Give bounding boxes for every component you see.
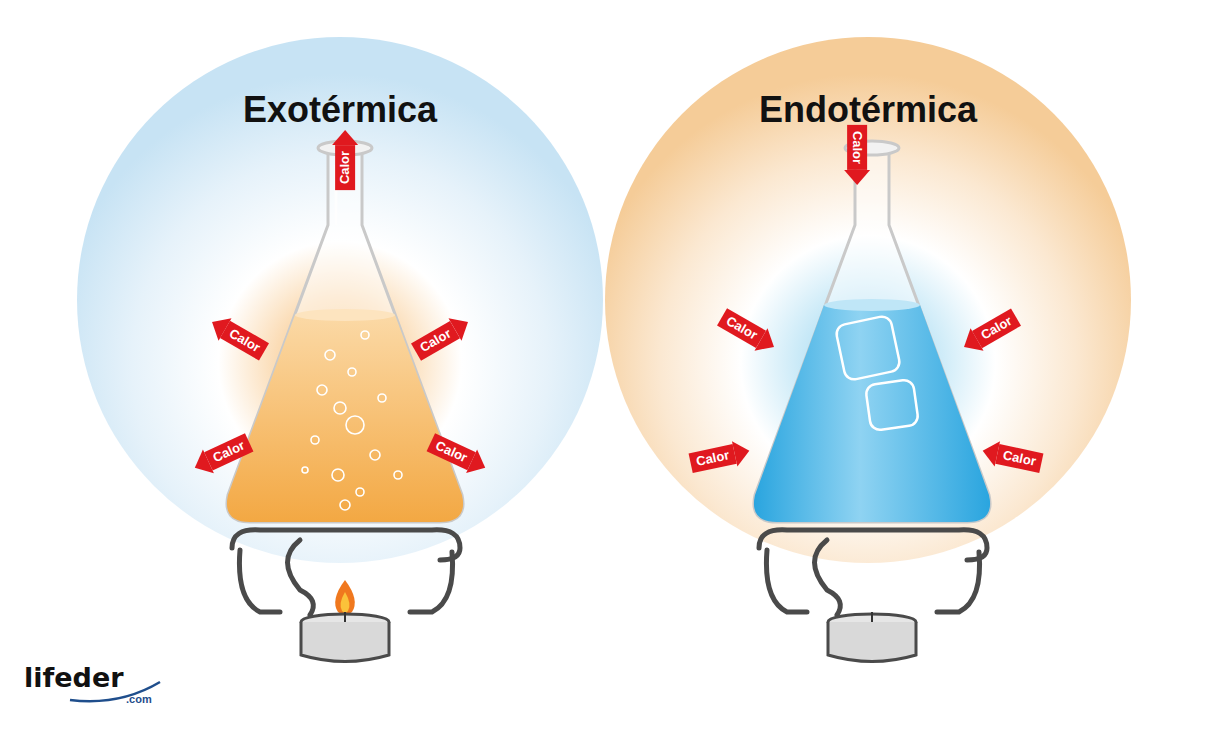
- heat-arrow: Calor: [980, 438, 1044, 476]
- heat-arrow: Calor: [189, 430, 255, 479]
- heat-label: Calor: [220, 321, 269, 361]
- exo-candle: [301, 580, 389, 662]
- endo-circle: [605, 37, 1131, 563]
- heat-arrow: Calor: [844, 125, 870, 185]
- heat-label: Calor: [995, 444, 1043, 473]
- flask-glass: [754, 150, 990, 522]
- heat-label: Calor: [717, 308, 766, 348]
- liquid-surface: [295, 309, 395, 321]
- exo-circle: [77, 37, 603, 563]
- liquid-surface: [824, 299, 920, 311]
- heat-arrow: Calor: [409, 311, 474, 364]
- heat-label: Calor: [972, 308, 1021, 348]
- bubbles: [302, 331, 402, 510]
- heat-arrow: Calor: [715, 306, 780, 359]
- exo-stand: [232, 530, 460, 615]
- flask-glass: [227, 150, 463, 522]
- logo-text: lifeder: [24, 662, 124, 693]
- endo-flask: [754, 141, 990, 522]
- liquid: [754, 305, 990, 522]
- heat-arrow: Calor: [425, 430, 491, 479]
- heat-arrow: Calor: [957, 306, 1022, 359]
- heat-arrow: Calor: [332, 130, 358, 190]
- ice-cubes: [835, 315, 919, 431]
- reaction-circle: Endotérmica: [605, 37, 1131, 563]
- title: Endotérmica: [605, 89, 1131, 131]
- heat-arrow: Calor: [205, 311, 270, 364]
- heat-label: Calor: [847, 125, 867, 170]
- heat-label: Calor: [426, 433, 475, 470]
- heat-arrow: Calor: [688, 438, 752, 476]
- exo-flask: [227, 141, 463, 522]
- heat-label: Calor: [688, 444, 736, 473]
- logo-suffix: .com: [126, 693, 152, 705]
- heat-label: Calor: [335, 145, 355, 190]
- endo-stand: [759, 530, 987, 615]
- endo-candle: [828, 612, 916, 662]
- title: Exotérmica: [77, 89, 603, 131]
- heat-label: Calor: [411, 321, 460, 361]
- reaction-circle: Exotérmica: [77, 37, 603, 563]
- heat-label: Calor: [204, 433, 253, 470]
